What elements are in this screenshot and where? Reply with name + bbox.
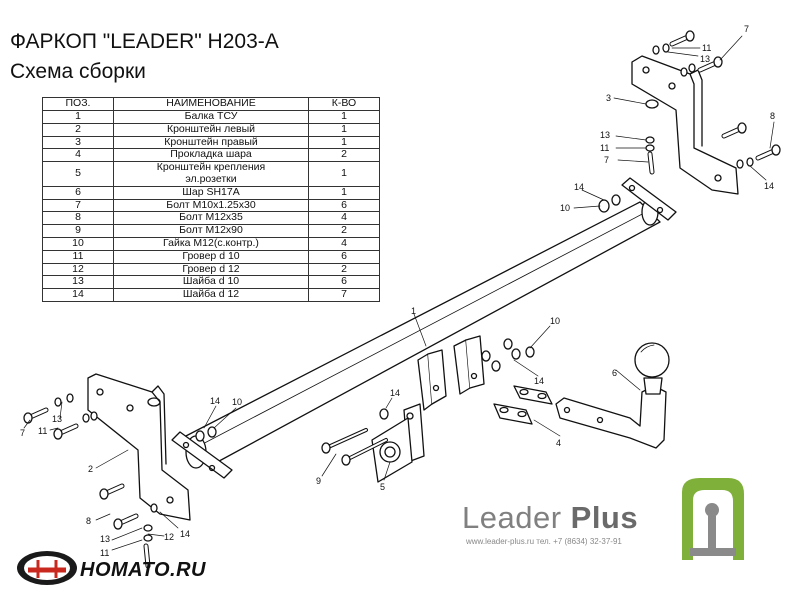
socket-bracket-part-5 [371,403,425,483]
ball-pads-part-4 [493,385,553,425]
callout-part-10-right: 10 [550,316,560,326]
page-title: ФАРКОП "LEADER" H203-A [10,30,279,53]
header-position: ПОЗ. [42,97,114,111]
header-quantity: К-ВО [308,97,380,111]
row-name: Прокладка шара [113,148,309,163]
right-fasteners [481,30,781,372]
row-quantity: 7 [308,288,380,302]
row-name: Кронштейн крепления эл.розетки [113,161,309,187]
brand-name-bold: Plus [570,500,639,535]
row-position: 4 [42,148,114,163]
callout-part-14-top: 14 [574,182,584,192]
callout-part-14-left: 14 [210,396,220,406]
beam-left-endplate [171,431,233,479]
callout-part-12: 12 [164,532,174,542]
brand-name-regular: Leader [462,500,571,535]
bolts-part-9 [321,428,388,466]
callout-part-2: 2 [88,464,93,474]
callout-part-7-left: 7 [20,428,25,438]
callout-part-13-center: 13 [600,130,610,140]
callout-part-11-right: 11 [702,43,711,53]
row-quantity: 2 [308,148,380,163]
callout-part-5: 5 [380,482,385,492]
callout-part-7-center: 7 [604,155,609,165]
row-name: Шайба d 12 [113,288,309,302]
callout-leaders [23,35,775,551]
callout-part-10-top: 10 [560,203,570,213]
callout-part-14-right: 14 [534,376,544,386]
callout-part-11-center: 11 [600,143,609,153]
tow-ball-part-6 [555,342,670,449]
callout-part-10-left: 10 [232,397,242,407]
brand-contacts: www.leader-plus.ru тел. +7 (8634) 32-37-… [466,537,622,546]
watermark-text: HOMATO.RU [80,559,206,581]
callout-part-7-right: 7 [744,24,749,34]
callout-part-11-bottom: 11 [100,548,109,558]
callout-part-9: 9 [316,476,321,486]
callout-part-13-bottom: 13 [100,534,110,544]
callout-part-1: 1 [411,306,416,316]
parts-table-header: ПОЗ. НАИМЕНОВАНИЕ К-ВО [42,97,380,111]
callout-part-14-bottom: 14 [180,529,190,539]
leader-plus-logo-icon [682,478,744,560]
homato-logo-icon [17,551,77,585]
callout-part-14-far-right: 14 [764,181,774,191]
callout-part-14-center: 14 [390,388,400,398]
brand-name: Leader Plus [462,500,638,536]
callout-part-4: 4 [556,438,561,448]
left-bracket-part-2 [87,373,191,521]
callout-part-6: 6 [612,368,617,378]
callout-part-8-right: 8 [770,111,775,121]
header-name: НАИМЕНОВАНИЕ [113,97,309,111]
left-fasteners [23,393,389,569]
callout-part-11-left: 11 [38,426,47,436]
callout-part-13-left: 13 [52,414,62,424]
callout-part-13-right: 13 [700,54,710,64]
callout-part-3: 3 [606,93,611,103]
page-subtitle: Схема сборки [10,60,146,83]
callout-part-8-left: 8 [86,516,91,526]
row-quantity: 6 [308,275,380,290]
ball-mount-brackets [417,335,485,411]
beam-right-endplate [621,177,677,221]
right-bracket-part-3 [631,55,739,195]
